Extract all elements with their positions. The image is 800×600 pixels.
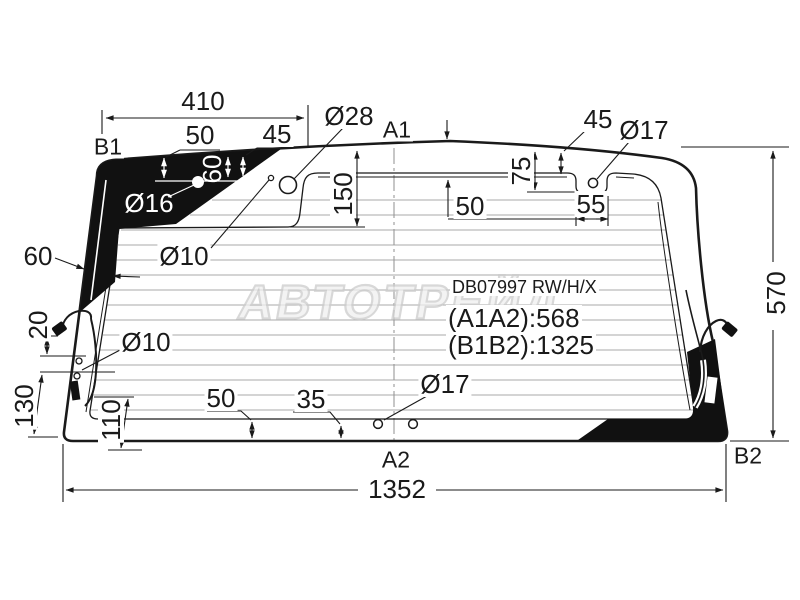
hole-28 [278, 175, 298, 195]
corner-label-b1: B1 [91, 133, 125, 160]
defroster-lines [91, 199, 696, 411]
ceramic-band-top-left [80, 149, 281, 312]
hole-16 [192, 176, 204, 188]
corner-label-b2: B2 [731, 442, 765, 469]
hole16-leader [167, 184, 195, 198]
left-edge-slot [69, 380, 81, 401]
hole-10-left-b [73, 372, 81, 380]
dim-75-label: 75 [506, 154, 536, 188]
dim-20-label: 20 [23, 308, 53, 342]
dim-hole10-upper-label: Ø10 [157, 241, 211, 271]
dim-130-label: 130 [9, 382, 39, 430]
dim-570-label: 570 [761, 269, 791, 317]
right-wire-connector [721, 321, 738, 337]
mounting-holes [73, 174, 599, 430]
corner-label-a2: A2 [379, 446, 413, 473]
hole-10-left-a [75, 357, 83, 365]
dim-band-60-label: 60 [21, 241, 55, 271]
dim-hole10-lower-label: Ø10 [119, 327, 173, 357]
heater-wire-right [685, 289, 738, 408]
dim-top-width-label: 410 [179, 86, 227, 116]
dim-top-60-label: 60 [197, 154, 227, 184]
dimension-lines [28, 105, 789, 502]
dim-bottom-50-label: 50 [204, 383, 238, 413]
hole-10-top [267, 174, 275, 182]
inner-frame-double-lines [85, 176, 691, 413]
dim-right-50-label: 50 [453, 191, 487, 221]
dim-right-45-label: 45 [581, 104, 615, 134]
b1b2-distance: (B1B2):1325 [446, 330, 596, 360]
dim-55-label: 55 [574, 189, 608, 219]
corner-label-a1: A1 [380, 116, 414, 143]
left-wire-connector [52, 321, 67, 336]
hole-17-bottom-a [372, 418, 384, 430]
dim-bottom-35-label: 35 [294, 384, 328, 414]
heater-wire-left [52, 309, 98, 407]
dim-hole17-top-label: Ø17 [617, 115, 671, 145]
dim-top-45-label: 45 [260, 119, 294, 149]
hole-17-top [587, 177, 599, 189]
dim-110-label: 110 [96, 397, 126, 443]
dim-top-50-label: 50 [183, 120, 217, 150]
dim-hole17-bottom-label: Ø17 [418, 369, 472, 399]
a1a2-distance: (A1A2):568 [446, 303, 582, 333]
hole-17-bottom-b [407, 418, 419, 430]
ceramic-band-bottom-right [578, 339, 728, 441]
dim-hole28-label: Ø28 [322, 101, 376, 131]
dim-hole16-label: Ø16 [124, 188, 174, 218]
part-code: DB07997 RW/H/X [450, 277, 599, 297]
right-edge-slot [704, 376, 718, 404]
dim-150-label: 150 [328, 170, 358, 218]
dim-bottom-width-label: 1352 [366, 474, 428, 504]
